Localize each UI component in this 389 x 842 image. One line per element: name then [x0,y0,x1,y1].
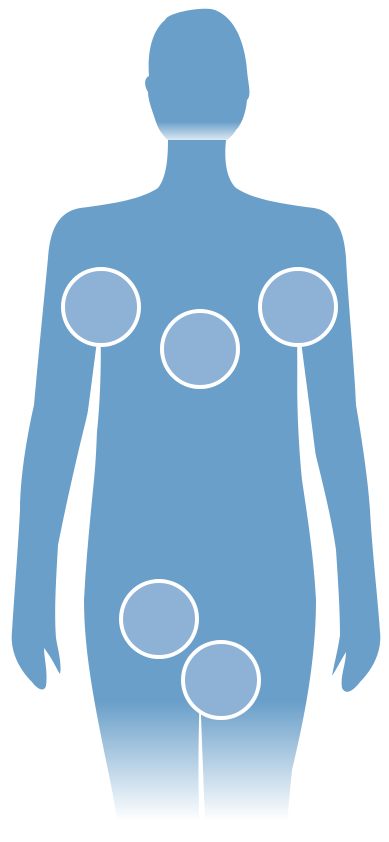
torso [12,140,381,842]
head [145,9,249,150]
marker-right-upper-arm [260,269,336,345]
body-silhouette [12,9,381,842]
marker-upper-thigh-right [183,642,259,718]
marker-left-upper-arm [63,269,139,345]
marker-abdomen [162,311,238,387]
marker-upper-thigh-left [121,581,197,657]
